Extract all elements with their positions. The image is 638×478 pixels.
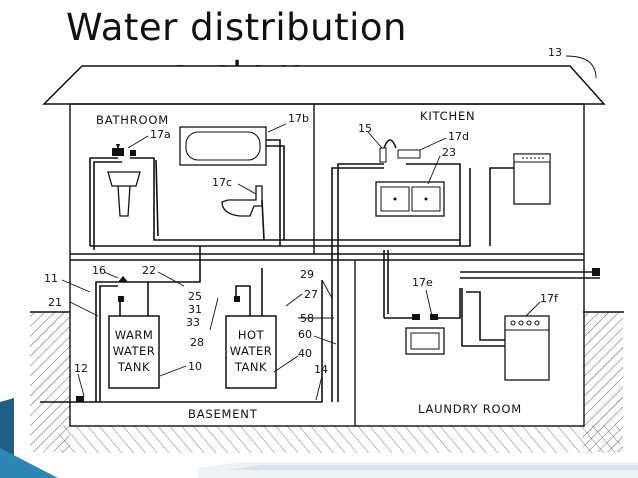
callout-33: 33 (186, 316, 200, 329)
leader-lines (61, 55, 597, 401)
callout-28: 28 (190, 336, 204, 349)
callout-17b: 17b (288, 112, 309, 125)
warm-tank-label-2: WATER (113, 344, 156, 358)
laundry-sink (405, 327, 445, 355)
callout-17d: 17d (448, 130, 469, 143)
callout-40: 40 (298, 347, 312, 360)
valves (76, 139, 600, 402)
callout-17e: 17e (412, 276, 433, 289)
room-label-basement: BASEMENT (188, 407, 258, 421)
callout-11: 11 (44, 272, 58, 285)
callout-21: 21 (48, 296, 62, 309)
callout-17f: 17f (540, 292, 559, 305)
callout-27: 27 (304, 288, 318, 301)
bathtub (179, 126, 267, 166)
hot-water-tank (225, 315, 277, 389)
warm-tank-label-3: TANK (117, 360, 150, 374)
kitchen-fixtures (375, 153, 551, 217)
callout-31: 31 (188, 303, 202, 316)
hot-tank-label-2: WATER (230, 344, 273, 358)
washing-machine (504, 315, 550, 381)
callout-10: 10 (188, 360, 202, 373)
callout-15: 15 (358, 122, 372, 135)
callout-25: 25 (188, 290, 202, 303)
hot-tank-label-1: HOT (238, 328, 265, 342)
title-line-1: Water distribution (66, 6, 407, 49)
room-label-laundry: LAUNDRY ROOM (418, 402, 522, 416)
laundry-fixtures (405, 315, 550, 381)
room-label-bathroom: BATHROOM (96, 113, 169, 127)
roof (42, 65, 606, 105)
callout-23: 23 (442, 146, 456, 159)
pipes (40, 139, 600, 403)
callout-17c: 17c (212, 176, 232, 189)
bathroom-sink (107, 171, 141, 217)
toilet (221, 185, 263, 217)
callout-13: 13 (548, 46, 562, 59)
bathroom-fixtures (107, 126, 267, 217)
callout-60: 60 (298, 328, 312, 341)
callout-12: 12 (74, 362, 88, 375)
ground-hatching (30, 311, 624, 453)
callout-22: 22 (142, 264, 156, 277)
warm-tank-label-1: WARM (115, 328, 154, 342)
kitchen-sink (375, 181, 445, 217)
callout-17a: 17a (150, 128, 171, 141)
callout-16: 16 (92, 264, 106, 277)
slide-accent-corner (0, 398, 638, 478)
callout-29: 29 (300, 268, 314, 281)
warm-water-tank (108, 315, 160, 389)
room-label-kitchen: KITCHEN (420, 109, 475, 123)
callout-58: 58 (300, 312, 314, 325)
hot-tank-label-3: TANK (234, 360, 267, 374)
house-walls (69, 103, 585, 427)
callout-14: 14 (314, 363, 328, 376)
